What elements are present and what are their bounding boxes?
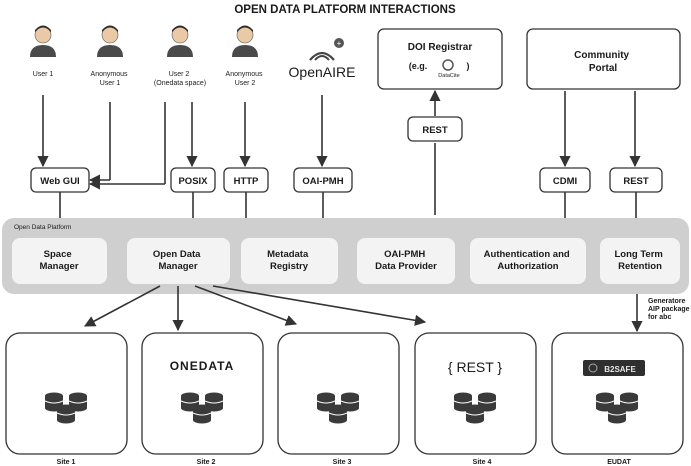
module-label-line: Manager <box>39 261 78 272</box>
svg-text:Open Data Manager: Open Data Manager <box>153 249 203 272</box>
module-long-term-retention: Long Term Retention <box>600 238 680 284</box>
actor-user-2: User 2 (Onedata space) <box>154 25 206 87</box>
module-label-line: Data Provider <box>375 261 437 272</box>
svg-text:Space Manager: Space Manager <box>39 249 78 272</box>
actor-anonymous-user-1: Anonymous User 1 <box>91 25 130 87</box>
rest-logo: { REST } <box>448 359 503 375</box>
svg-text:Anonymous User 1: Anonymous User 1 <box>91 71 130 87</box>
svg-text:Long Term Retention: Long Term Retention <box>614 249 665 272</box>
doi-registrar-title: DOI Registrar <box>408 42 473 53</box>
interface-label: REST <box>623 176 649 187</box>
svg-text:OAI-PMH Data Provider: OAI-PMH Data Provider <box>375 249 437 272</box>
site-label: EUDAT <box>607 459 631 466</box>
svg-text:+: + <box>337 39 342 48</box>
manager-to-sites-connectors <box>84 285 643 333</box>
interface-label: HTTP <box>234 176 259 187</box>
module-authentication-authorization: Authentication and Authorization <box>470 238 586 284</box>
user-icon <box>29 25 57 58</box>
site-eudat: B2SAFE EUDAT <box>551 332 684 466</box>
site-2: ONEDATA Site 2 <box>141 332 264 466</box>
interface-label: CDMI <box>553 176 577 187</box>
site-label: Site 4 <box>473 459 492 466</box>
actor-label-line: User 1 <box>33 71 54 78</box>
svg-text:Anonymous User 2: Anonymous User 2 <box>226 71 265 87</box>
actor-label-line: (Onedata space) <box>154 80 206 87</box>
interface-http: HTTP <box>223 167 269 193</box>
svg-text:User 2 (Onedata space): User 2 (Onedata space) <box>154 71 206 87</box>
interface-posix: POSIX <box>170 167 216 193</box>
doi-registrar-box: DOI Registrar (e.g. DataCite ) <box>377 28 503 90</box>
site-1: Site 1 <box>5 332 128 466</box>
interface-rest-portal: REST <box>609 167 663 193</box>
user-icon <box>166 25 194 58</box>
actor-openaire: + OpenAIRE <box>289 38 356 80</box>
openaire-logo-icon: + <box>309 38 344 61</box>
community-portal-box: Community Portal <box>526 28 681 90</box>
b2safe-logo-text: B2SAFE <box>604 365 636 374</box>
module-label-line: Authorization <box>497 261 558 272</box>
module-open-data-manager: Open Data Manager <box>127 238 230 284</box>
module-label-line: OAI-PMH <box>384 249 425 260</box>
interface-cdmi: CDMI <box>539 167 591 193</box>
module-label-line: Metadata <box>267 249 309 260</box>
module-metadata-registry: Metadata Registry <box>241 238 338 284</box>
interface-label: REST <box>422 125 448 136</box>
portal-title-line: Community <box>574 50 629 61</box>
interface-label: POSIX <box>178 176 208 187</box>
svg-text:User 1: User 1 <box>33 71 54 78</box>
portal-title-line: Portal <box>589 63 618 74</box>
b2safe-logo: B2SAFE <box>583 360 645 376</box>
actor-label-line: User 2 <box>235 80 256 87</box>
actor-anonymous-user-2: Anonymous User 2 <box>226 25 265 87</box>
site-label: Site 3 <box>333 459 352 466</box>
onedata-logo: ONEDATA <box>170 359 235 373</box>
site-3: Site 3 <box>277 332 400 466</box>
interface-oai-pmh: OAI-PMH <box>293 167 353 193</box>
anonymous-user-icon <box>231 25 259 58</box>
module-space-manager: Space Manager <box>12 238 107 284</box>
doi-example-suffix: ) <box>467 61 470 71</box>
aip-note-line: AIP package <box>648 306 690 313</box>
site-label: Site 2 <box>197 459 216 466</box>
actor-label-line: User 1 <box>100 80 121 87</box>
interface-rest-doi: REST <box>407 116 463 142</box>
actor-label-line: Anonymous <box>91 71 128 78</box>
open-data-platform: Open Data Platform Space Manager Open Da… <box>2 218 689 294</box>
module-oai-pmh-data-provider: OAI-PMH Data Provider <box>357 238 455 284</box>
aip-note-line: for abc <box>648 314 671 321</box>
top-connectors <box>37 89 641 215</box>
module-label-line: Registry <box>270 261 309 272</box>
module-label-line: Authentication and <box>484 249 570 260</box>
aip-note-line: Generatore <box>648 298 685 305</box>
interface-label: Web GUI <box>40 176 79 187</box>
datacite-logo-icon: DataCite <box>438 59 460 79</box>
diagram-title: OPEN DATA PLATFORM INTERACTIONS <box>234 4 456 16</box>
aip-note: Generatore AIP package for abc <box>648 298 691 321</box>
module-label-line: Long Term <box>614 249 662 260</box>
openaire-wordmark: OpenAIRE <box>289 64 356 80</box>
interface-to-platform-connectors <box>59 192 637 218</box>
datacite-logo-text: DataCite <box>438 73 459 79</box>
svg-text:Community Portal: Community Portal <box>574 50 632 74</box>
site-label: Site 1 <box>57 459 76 466</box>
anonymous-user-icon <box>96 25 124 58</box>
interface-label: OAI-PMH <box>302 176 343 187</box>
module-label-line: Space <box>44 249 72 260</box>
svg-text:Authentication and Aut: Authentication and Authorization <box>484 249 573 272</box>
actor-user-1: User 1 <box>29 25 57 78</box>
module-label-line: Retention <box>618 261 662 272</box>
svg-text:Metadata Registry: Metadata Registry <box>267 249 311 272</box>
platform-label: Open Data Platform <box>14 224 71 231</box>
interface-web-gui: Web GUI <box>30 167 90 193</box>
doi-example-prefix: (e.g. <box>409 61 428 71</box>
actor-label-line: Anonymous <box>226 71 263 78</box>
module-label-line: Open Data <box>153 249 201 260</box>
site-4: { REST } Site 4 <box>414 332 537 466</box>
actor-label-line: User 2 <box>169 71 190 78</box>
module-label-line: Manager <box>158 261 197 272</box>
